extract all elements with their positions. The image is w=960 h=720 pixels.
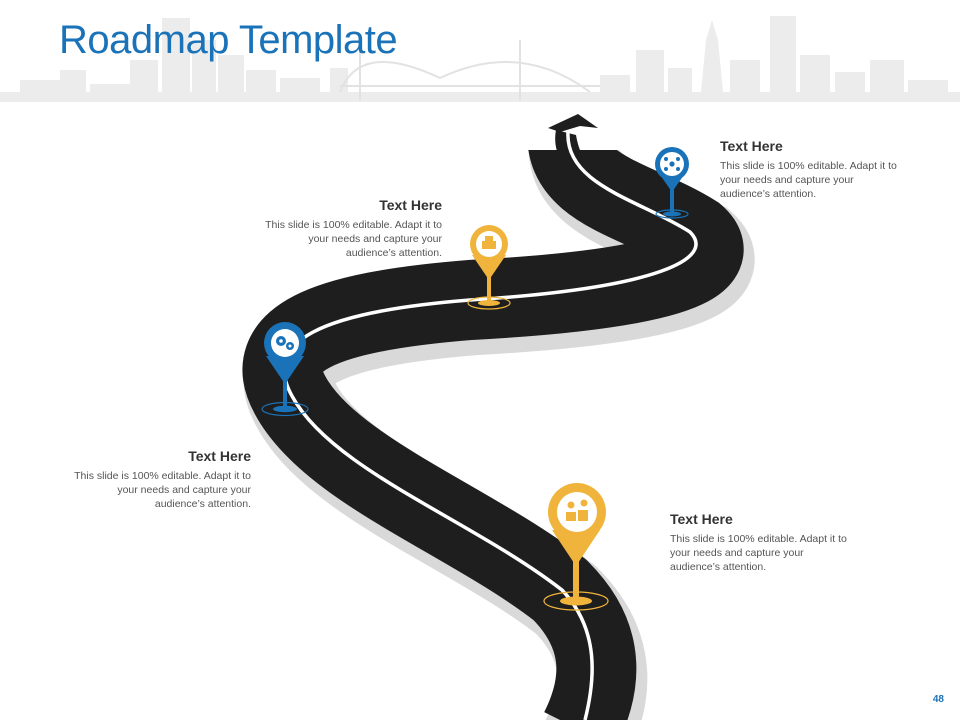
road-center-line <box>282 131 698 720</box>
milestone-heading: Text Here <box>188 448 251 464</box>
inbox-icon <box>482 236 496 249</box>
milestone-pin-3[interactable] <box>261 322 309 417</box>
milestone-body: This slide is 100% editable. Adapt it to… <box>670 533 847 573</box>
milestone-heading: Text Here <box>379 197 442 213</box>
road-arrow-head <box>548 114 598 132</box>
milestone-body: This slide is 100% editable. Adapt it to… <box>720 160 897 200</box>
milestone-4: Text Here This slide is 100% editable. A… <box>670 511 850 574</box>
milestone-body: This slide is 100% editable. Adapt it to… <box>74 470 251 510</box>
milestone-body: This slide is 100% editable. Adapt it to… <box>265 219 442 259</box>
page-title: Roadmap Template <box>59 18 398 62</box>
city-skyline <box>0 16 960 102</box>
milestone-heading: Text Here <box>720 138 783 154</box>
milestone-1: Text Here This slide is 100% editable. A… <box>720 138 900 201</box>
milestone-pin-1[interactable] <box>655 147 689 219</box>
page-number: 48 <box>932 694 944 705</box>
milestone-pin-4[interactable] <box>543 483 609 611</box>
milestone-2: Text Here This slide is 100% editable. A… <box>262 197 442 260</box>
milestone-heading: Text Here <box>670 511 733 527</box>
milestone-pin-2[interactable] <box>467 225 511 310</box>
network-icon <box>664 157 680 171</box>
milestone-3: Text Here This slide is 100% editable. A… <box>71 448 251 511</box>
money-hand-icon <box>566 499 588 521</box>
